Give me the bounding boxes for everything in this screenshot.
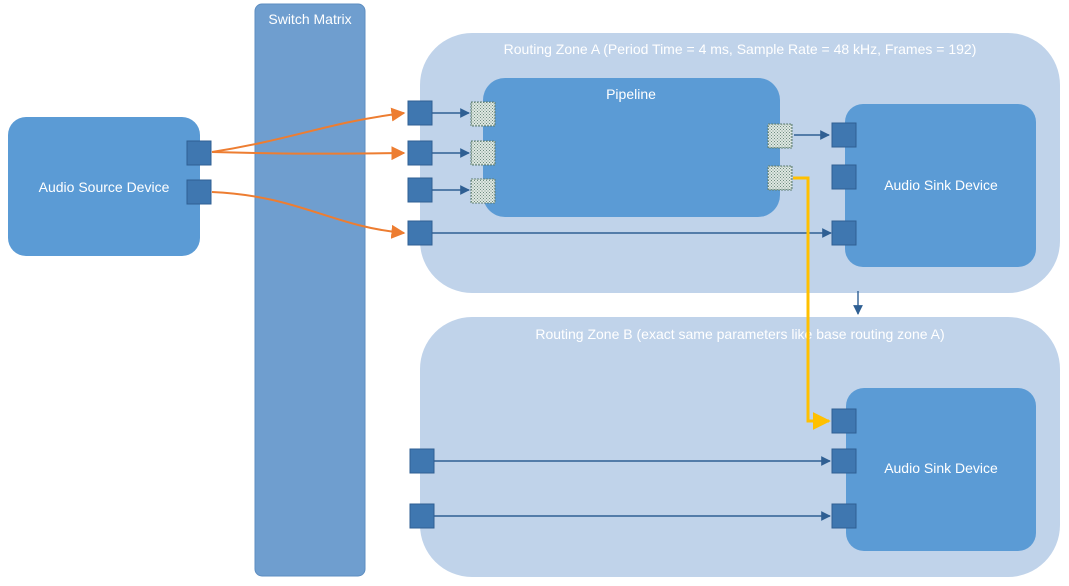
blue-connectors [432,108,863,521]
pipeline-output-port-2 [767,165,793,191]
sink-b-input-port-1 [831,408,857,434]
pipeline-input-port-1 [470,101,496,127]
pipeline [483,78,780,217]
audio-sink-device-zone-a [845,104,1036,267]
zone-a-input-port-3 [407,177,433,203]
routing-zone-b-label: Routing Zone B (exact same parameters li… [535,326,944,342]
connector-source1-to-zone-a-in1 [211,107,406,153]
sink-a-input-port-2 [831,164,857,190]
source-output-port-2 [186,179,212,205]
audio-sink-device-zone-a-label: Audio Sink Device [884,177,998,193]
connector-pipeline-out-to-sink-b [793,176,831,430]
pipeline-output-port-1 [767,123,793,149]
audio-sink-device-zone-b-label: Audio Sink Device [884,460,998,476]
zone-a-input-port-4 [407,220,433,246]
orange-connectors [211,107,406,239]
routing-zone-a-label: Routing Zone A (Period Time = 4 ms, Samp… [504,41,977,57]
sink-b-input-port-2 [831,448,857,474]
pipeline-input-port-3 [470,178,496,204]
audio-source-device [8,117,200,256]
zone-b-input-port-2 [409,503,435,529]
zone-a-input-port-2 [407,140,433,166]
pipeline-ports [470,101,793,204]
audio-sink-device-zone-b [846,388,1036,551]
connector-source1-to-zone-a-in2 [211,146,406,161]
switch-matrix-label: Switch Matrix [268,11,351,27]
sink-a-input-port-1 [831,122,857,148]
sink-a-input-port-3 [831,220,857,246]
connector-source2-to-zone-a-in4 [211,191,406,239]
pipeline-input-port-2 [470,140,496,166]
pipeline-label: Pipeline [606,86,656,102]
zone-a-input-port-1 [407,100,433,126]
sink-b-input-port-3 [831,503,857,529]
switch-matrix [254,3,366,577]
audio-source-device-label: Audio Source Device [39,179,170,195]
ports [186,100,857,529]
zone-b-input-port-1 [409,448,435,474]
source-output-port-1 [186,140,212,166]
